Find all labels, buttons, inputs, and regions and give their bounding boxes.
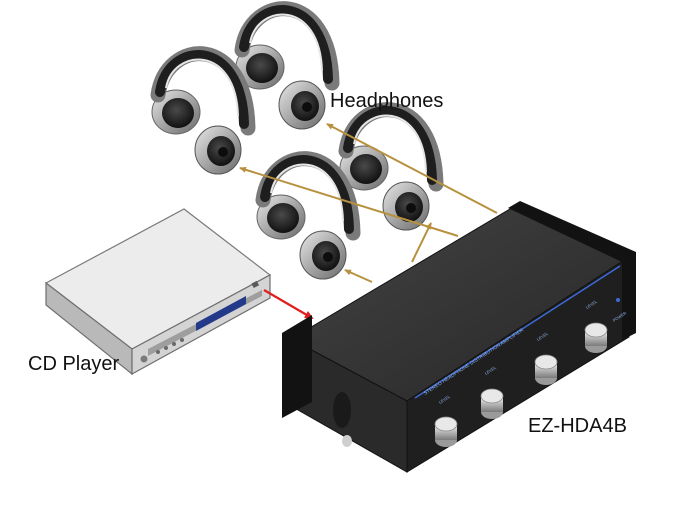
knob-icon (534, 354, 558, 385)
signal-line (239, 166, 459, 237)
front-panel-stripe (414, 265, 621, 399)
headphones-icon (152, 54, 248, 174)
signal-line (411, 222, 432, 263)
headphones-label: Headphones (330, 90, 443, 112)
knob-icon (480, 388, 504, 419)
signal-line (326, 123, 498, 214)
amplifier-unit (282, 201, 636, 473)
power-led (616, 298, 620, 302)
input-signal-line (263, 289, 314, 320)
amplifier-label: EZ-HDA4B (528, 415, 627, 437)
input-jack (342, 435, 352, 447)
knob-label: LEVEL (536, 330, 550, 341)
signal-line (344, 269, 373, 283)
cd-player-label: CD Player (28, 353, 119, 375)
headphone-signal-lines (239, 123, 498, 283)
knob-icon (584, 322, 608, 353)
knob-label: LEVEL (585, 298, 599, 309)
cd-player-icon (44, 208, 272, 376)
knob-icon (434, 416, 458, 447)
headphones-icon (257, 159, 353, 279)
knob-label: LEVEL (484, 364, 498, 375)
knob-label: LEVEL (438, 393, 452, 404)
